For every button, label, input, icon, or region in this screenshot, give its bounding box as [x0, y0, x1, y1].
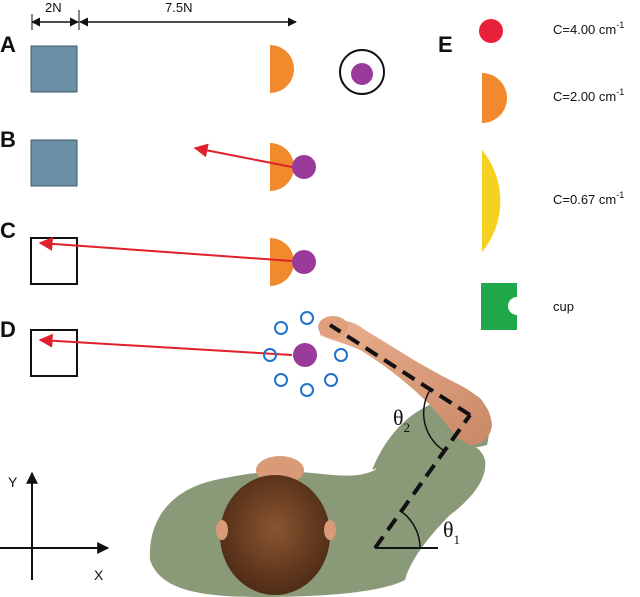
right-ear [324, 520, 336, 540]
joint-angle-annotations: θ1 θ2 [328, 323, 472, 550]
panel-b-purple-ball [292, 155, 316, 179]
panel-e-label: E [438, 32, 453, 57]
theta2-label: θ2 [393, 405, 410, 435]
panel-c-force-arrow [38, 236, 293, 262]
panel-e-legend: E C=4.00 cm-1 C=2.00 cm-1 C=0.67 cm-1 cu… [438, 19, 624, 330]
target-ring-circle [334, 348, 348, 362]
forearm [320, 320, 492, 445]
target-ring-circle [274, 373, 288, 387]
panel-a-start-box [30, 45, 78, 93]
theta1-subscript: 1 [454, 532, 461, 547]
legend-yellow-text: C=0.67 cm [553, 192, 616, 207]
theta1-arc [401, 511, 421, 549]
dim-2n-label: 2N [45, 0, 62, 15]
legend-orange-sup: -1 [616, 87, 624, 97]
legend-yellow-half [482, 150, 501, 252]
target-ring-circle [274, 321, 288, 335]
legend-yellow-sup: -1 [616, 190, 624, 200]
dim-75n-label: 7.5N [165, 0, 192, 15]
panel-b-orange-half-target [270, 143, 294, 191]
panel-d-force-arrow [38, 333, 293, 356]
panel-d-purple-ball [293, 343, 317, 367]
panel-d-label: D [0, 317, 16, 342]
legend-orange-half [482, 73, 507, 123]
legend-cup-label: cup [553, 299, 574, 314]
x-axis-label: X [94, 567, 104, 583]
theta2-arc [422, 389, 447, 453]
theta2-subscript: 2 [404, 420, 411, 435]
theta1-symbol: θ [443, 517, 454, 542]
panel-b: B [0, 127, 316, 191]
theta2-symbol: θ [393, 405, 404, 430]
panel-b-label: B [0, 127, 16, 152]
head-hair [220, 475, 330, 595]
panel-d-target-ring-group [263, 311, 348, 397]
panel-d-start-box [30, 329, 78, 377]
panel-a-orange-half-target [270, 45, 294, 93]
legend-orange-text: C=2.00 cm [553, 89, 616, 104]
panel-c-purple-ball [292, 250, 316, 274]
panel-a: A [0, 32, 385, 95]
target-ring-circle [300, 311, 314, 325]
xy-axes: Y X [0, 471, 110, 583]
legend-green-cup [481, 283, 517, 330]
forearm-axis-line [328, 323, 472, 417]
legend-red-text: C=4.00 cm [553, 22, 616, 37]
legend-red-sup: -1 [616, 20, 624, 30]
legend-orange-label: C=2.00 cm-1 [553, 87, 624, 104]
legend-yellow-label: C=0.67 cm-1 [553, 190, 624, 207]
legend-red-circle [479, 19, 503, 43]
upper-arm-axis-line [373, 413, 472, 550]
panel-b-start-box [30, 139, 78, 187]
panel-d: D [0, 311, 348, 397]
legend-red-label: C=4.00 cm-1 [553, 20, 624, 37]
panel-b-force-arrow [193, 143, 293, 168]
theta1-label: θ1 [443, 517, 460, 547]
panel-c: C [0, 218, 316, 286]
dimension-annotations: 2N 7.5N [31, 0, 297, 30]
panel-c-label: C [0, 218, 16, 243]
target-ring-circle [324, 373, 338, 387]
target-ring-circle [263, 348, 277, 362]
panel-c-orange-half-target [270, 238, 294, 286]
target-ring-circle [300, 383, 314, 397]
left-ear [216, 520, 228, 540]
panel-a-purple-ball [351, 63, 373, 85]
y-axis-label: Y [8, 474, 18, 490]
subject-figure [149, 316, 492, 597]
panel-a-label: A [0, 32, 16, 57]
